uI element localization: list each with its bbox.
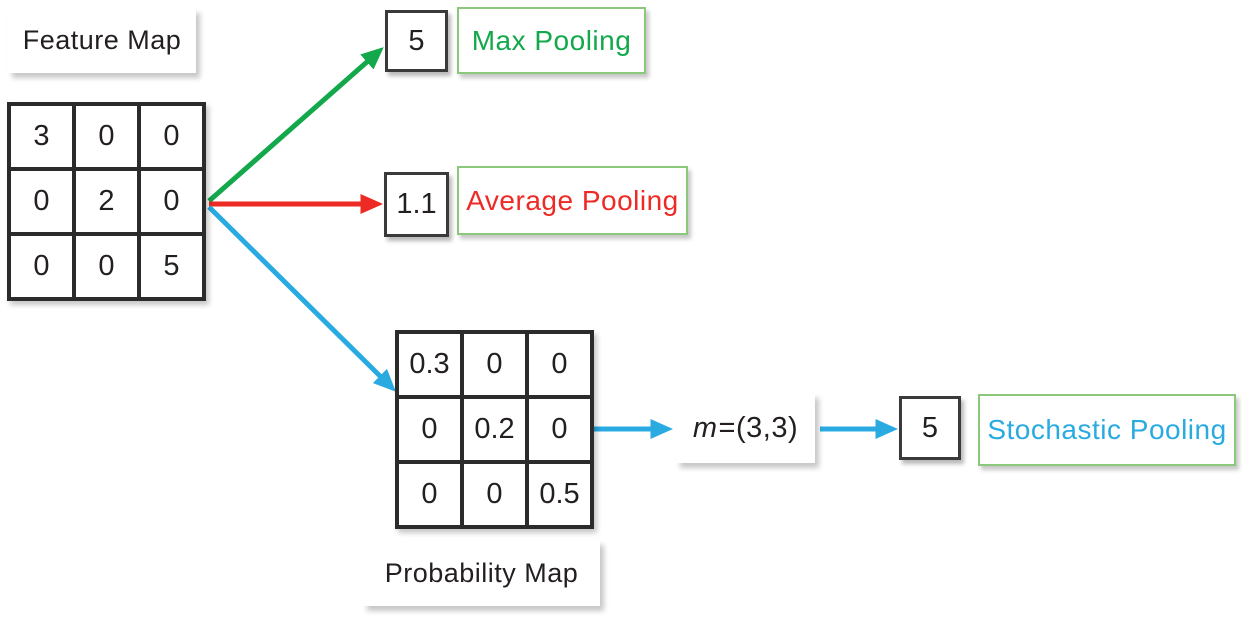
probability-map-matrix: 0.3 0 0 0 0.2 0 0 0 0.5 [395, 330, 594, 529]
probability-map-cell: 0 [397, 397, 462, 462]
feature-map-cell: 0 [9, 169, 74, 234]
average-pooling-label-box: Average Pooling [457, 166, 688, 235]
stochastic-pooling-label-box: Stochastic Pooling [978, 394, 1236, 466]
max-pooling-value-box: 5 [385, 10, 448, 72]
probability-map-cell: 0 [397, 462, 462, 527]
probability-map-cell: 0 [462, 462, 527, 527]
feature-map-cell: 5 [139, 234, 204, 299]
feature-map-matrix: 3 0 0 0 2 0 0 0 5 [7, 102, 206, 301]
feature-map-cell: 0 [74, 234, 139, 299]
sampled-location-box: m=(3,3) [676, 393, 815, 463]
probability-map-cell: 0 [462, 332, 527, 397]
probability-map-cell: 0.3 [397, 332, 462, 397]
max-pooling-label-box: Max Pooling [457, 7, 646, 74]
probability-map-title: Probability Map [363, 540, 600, 606]
feature-map-cell: 0 [74, 104, 139, 169]
sampled-location-variable: m [692, 411, 718, 444]
stochastic-pooling-arrow [207, 205, 396, 392]
feature-map-cell: 0 [139, 104, 204, 169]
feature-map-cell: 0 [139, 169, 204, 234]
average-pooling-value-box: 1.1 [384, 172, 449, 237]
probability-map-cell: 0.2 [462, 397, 527, 462]
sampled-location-coords: =(3,3) [718, 411, 799, 444]
probability-map-cell: 0 [527, 397, 592, 462]
feature-map-title: Feature Map [8, 8, 196, 73]
probability-map-cell: 0.5 [527, 462, 592, 527]
feature-map-cell: 0 [9, 234, 74, 299]
max-pooling-arrow [207, 47, 384, 203]
stochastic-pooling-value-box: 5 [899, 396, 961, 460]
feature-map-cell: 3 [9, 104, 74, 169]
feature-map-cell: 2 [74, 169, 139, 234]
probability-map-cell: 0 [527, 332, 592, 397]
